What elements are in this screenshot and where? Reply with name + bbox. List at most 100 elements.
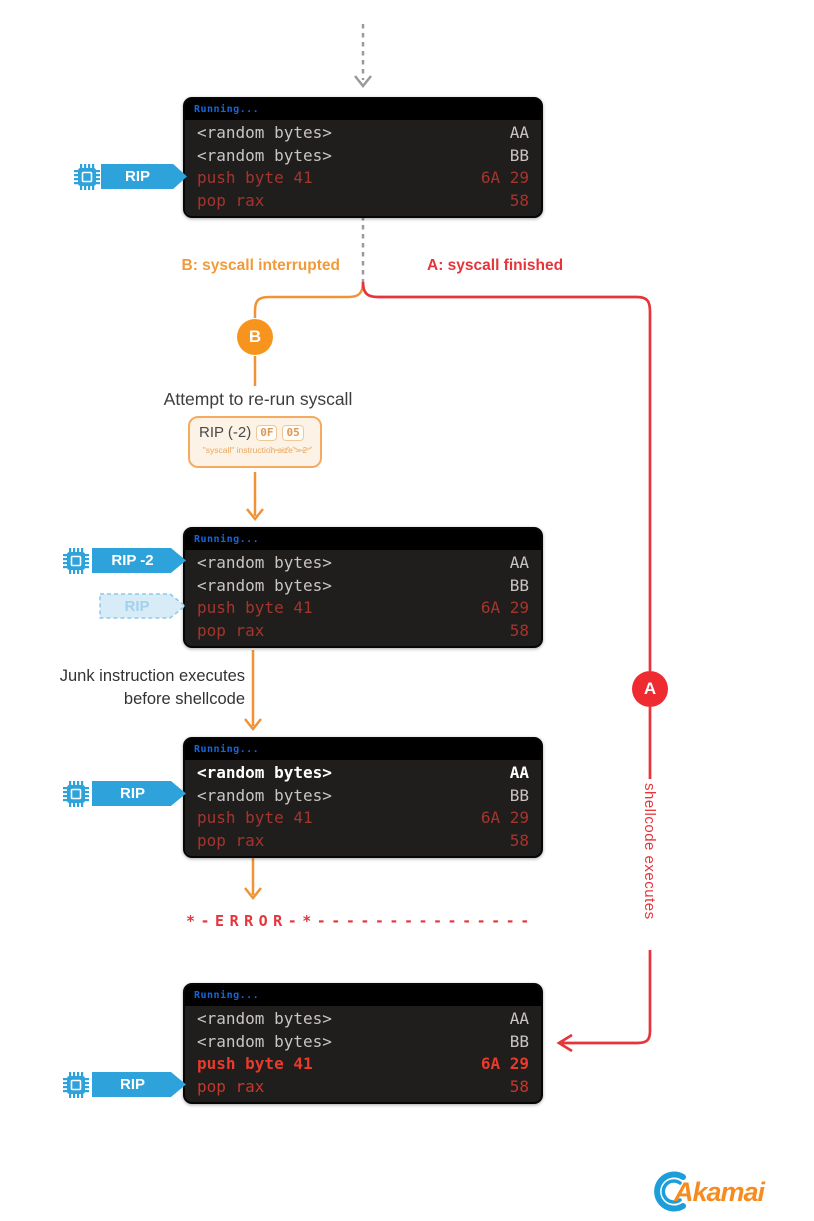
rip-ghost-label: RIP [124, 597, 150, 615]
entry-arrowhead-icon [354, 75, 372, 89]
terminal-line: <random bytes> BB [185, 575, 541, 598]
instruction-text: pop rax [197, 830, 265, 850]
rip-adjust-box: RIP (-2) 0F 05 "syscall" instruction siz… [188, 416, 322, 468]
instruction-bytes: 58 [509, 830, 529, 850]
instruction-bytes: BB [509, 785, 529, 805]
error-label: *-ERROR-*--------------- [186, 912, 535, 930]
cpu-icon [74, 164, 100, 190]
terminal-line: push byte 41 6A 29 [185, 597, 541, 620]
terminal-body: <random bytes> AA <random bytes> BB push b… [185, 120, 541, 216]
cpu-icon [63, 548, 89, 574]
junk-instruction-line1: Junk instruction executes [59, 667, 245, 685]
syscall-byte-0f: 0F [256, 424, 278, 441]
terminal-title: Running... [194, 104, 260, 115]
terminal-line: <random bytes> BB [185, 1031, 541, 1054]
instruction-text: <random bytes> [197, 763, 332, 782]
instruction-bytes: AA [509, 1009, 529, 1028]
terminal-window-1: Running... <random bytes> AA <random byte… [183, 97, 543, 218]
instruction-bytes: AA [509, 123, 529, 142]
rip-pointer-tag: RIP [101, 164, 187, 189]
instruction-bytes: 6A 29 [480, 1054, 529, 1073]
terminal-body: <random bytes> AA <random bytes> BB push b… [185, 550, 541, 646]
instruction-bytes: BB [509, 145, 529, 165]
instruction-text: push byte 41 [197, 1054, 313, 1073]
instruction-bytes: 6A 29 [480, 808, 529, 827]
step-back-arrows-icon [269, 446, 313, 452]
instruction-text: <random bytes> [197, 145, 332, 165]
instruction-text: push byte 41 [197, 598, 313, 617]
terminal-window-2: Running... <random bytes> AA <random byte… [183, 527, 543, 648]
shellcode-to-terminal4-line [562, 950, 652, 1045]
terminal-line: <random bytes> AA [185, 122, 541, 145]
instruction-bytes: 58 [509, 190, 529, 210]
terminal-title: Running... [194, 744, 260, 755]
branch-a-label: A: syscall finished [427, 257, 564, 274]
instruction-bytes: AA [509, 553, 529, 572]
terminal-line: push byte 41 6A 29 [185, 1053, 541, 1076]
terminal2-to-terminal3-arrowhead-icon [244, 718, 262, 732]
rip-pointer-tag: RIP [92, 781, 186, 806]
branch-a-badge: A [632, 671, 668, 707]
rip-ghost-shape [99, 593, 187, 619]
terminal-body: <random bytes>AA <random bytes> BB push b… [185, 1006, 541, 1102]
rip-pointer-tag: RIP [92, 1072, 186, 1097]
cpu-icon [63, 781, 89, 807]
syscall-byte-05: 05 [282, 424, 304, 441]
rip-tag-label: RIP [119, 1076, 145, 1093]
terminal-title-bar: Running... [185, 985, 541, 1006]
branch-b-label: B: syscall interrupted [181, 257, 341, 274]
rip-tag-label: RIP [124, 168, 150, 185]
terminal-title-bar: Running... [185, 739, 541, 760]
instruction-text: <random bytes> [197, 123, 332, 142]
terminal-window-4: Running... <random bytes>AA <random byte… [183, 983, 543, 1104]
rip-adjust-caption: "syscall" instruction size = 2 [202, 445, 308, 455]
terminal-line: <random bytes> BB [185, 145, 541, 168]
terminal-line: pop rax 58 [185, 830, 541, 853]
instruction-text: <random bytes> [197, 1031, 332, 1051]
akamai-swoosh-icon [654, 1171, 686, 1212]
akamai-wordmark: Akamai [674, 1177, 765, 1207]
instruction-bytes: 58 [509, 620, 529, 640]
terminal-line: <random bytes> AA [185, 552, 541, 575]
instruction-bytes: BB [509, 1031, 529, 1051]
instruction-bytes: AA [509, 763, 529, 782]
instruction-bytes: 6A 29 [480, 598, 529, 617]
branch-b-badge: B [237, 319, 273, 355]
terminal3-to-error-arrowhead-icon [244, 887, 262, 901]
instruction-text: pop rax [197, 190, 265, 210]
rip-tag-label: RIP [119, 785, 145, 802]
terminal-title-bar: Running... [185, 529, 541, 550]
shellcode-to-terminal4-arrowhead-icon [556, 1033, 573, 1053]
rip-adjust-row: RIP (-2) 0F 05 [190, 418, 320, 441]
instruction-text: <random bytes> [197, 553, 332, 572]
instruction-bytes: BB [509, 575, 529, 595]
instruction-text: push byte 41 [197, 168, 313, 187]
instruction-text: <random bytes> [197, 575, 332, 595]
terminal-line: pop rax 58 [185, 620, 541, 643]
attempt-rerun-label: Attempt to re-run syscall [163, 389, 353, 409]
terminal-line: <random bytes> AA [185, 762, 541, 785]
instruction-text: <random bytes> [197, 785, 332, 805]
terminal-title: Running... [194, 534, 260, 545]
terminal-title-bar: Running... [185, 99, 541, 120]
cpu-icon [63, 1072, 89, 1098]
terminal-body: <random bytes> AA <random bytes> BB push b… [185, 760, 541, 856]
terminal-line: <random bytes>AA [185, 1008, 541, 1031]
instruction-text: pop rax [197, 620, 265, 640]
junk-instruction-line2: before shellcode [123, 690, 245, 708]
junk-instruction-label: Junk instruction executes before shellco… [60, 665, 245, 711]
terminal-title: Running... [194, 990, 260, 1001]
terminal-line: <random bytes> BB [185, 785, 541, 808]
ripbox-to-terminal2-arrowhead-icon [246, 508, 264, 522]
terminal-line: pop rax 58 [185, 190, 541, 213]
instruction-bytes: 58 [509, 1076, 529, 1096]
rip-ghost-pointer-tag: RIP [99, 593, 187, 619]
akamai-logo: Akamai [643, 1166, 803, 1216]
rip-adjust-label: RIP (-2) [199, 424, 252, 441]
terminal-window-3: Running... <random bytes> AA <random byte… [183, 737, 543, 858]
branch-b-line [253, 281, 365, 318]
